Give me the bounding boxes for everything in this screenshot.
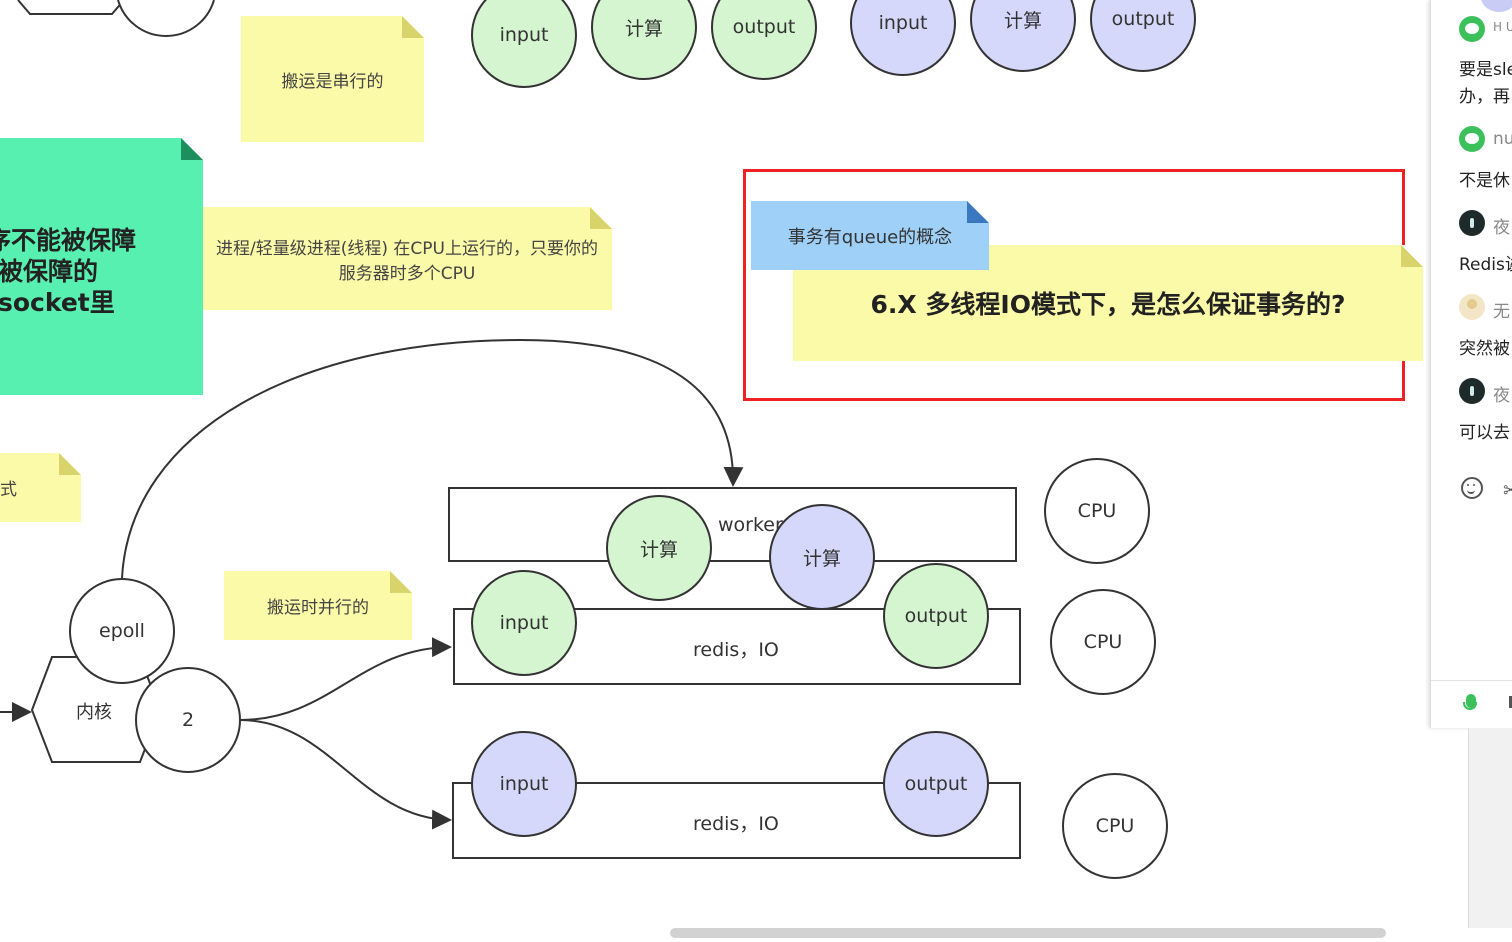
note-parallel-transport-text: 搬运时并行的	[267, 598, 369, 618]
green-note-line-1: 序不能被保障	[0, 226, 137, 255]
microphone-icon[interactable]	[1463, 694, 1477, 710]
right-side-strip	[1468, 728, 1512, 928]
chat-top-avatar-fragment	[1481, 0, 1512, 12]
note-fold	[590, 207, 612, 229]
worker-compute-green-circle[interactable]: 计算	[606, 495, 712, 601]
user-avatar-icon[interactable]	[1459, 294, 1485, 320]
kernel-to-row1-arrow	[239, 637, 452, 721]
row1-input-circle[interactable]: input	[471, 570, 577, 676]
note-parallel-transport[interactable]: 搬运时并行的	[224, 571, 412, 640]
green-note-line-2: 被保障的	[0, 257, 99, 286]
epoll-to-worker-arrow	[121, 338, 744, 579]
chat-msg-2-name: nu	[1493, 129, 1512, 149]
row2-input-circle[interactable]: input	[471, 731, 577, 837]
chat-msg-2-line-1: 不是休	[1459, 171, 1510, 191]
note-process-thread[interactable]: 进程/轻量级进程(线程) 在CPU上运行的，只要你的服务器时多个CPU	[202, 207, 612, 310]
worker-compute-purple-circle[interactable]: 计算	[769, 504, 875, 610]
chat-msg-1-name: H U	[1493, 20, 1512, 34]
row1-output-circle[interactable]: output	[883, 563, 989, 669]
note-left-fragment-text: 式	[0, 480, 17, 500]
chat-panel[interactable]: H U 要是sle 办，再 nu 不是休 夜 Redis诶 无 突然被 夜 可以…	[1430, 0, 1512, 728]
kernel-to-row2-arrow	[239, 719, 452, 830]
user-avatar-icon[interactable]	[1459, 378, 1485, 404]
note-fold-shadow	[967, 201, 989, 223]
chat-msg-4-line-1: 突然被	[1459, 339, 1510, 359]
top-input-green-circle[interactable]: input	[471, 0, 577, 88]
wechat-avatar-icon[interactable]	[1459, 16, 1485, 42]
note-process-thread-text: 进程/轻量级进程(线程) 在CPU上运行的，只要你的服务器时多个CPU	[216, 238, 598, 284]
more-icon[interactable]	[1509, 696, 1512, 708]
green-note-line-3: socket里	[0, 288, 115, 317]
chat-msg-5-line-1: 可以去	[1459, 423, 1510, 443]
wechat-avatar-icon[interactable]	[1459, 126, 1485, 152]
diagram-canvas[interactable]: input 计算 output input 计算 output 搬运是串行的 进…	[0, 0, 1430, 942]
row2-output-circle[interactable]: output	[883, 731, 989, 837]
note-question-text: 6.X 多线程IO模式下，是怎么保证事务的?	[870, 290, 1346, 319]
note-question[interactable]: 6.X 多线程IO模式下，是怎么保证事务的?	[793, 245, 1423, 361]
note-fold	[59, 453, 81, 475]
epoll-circle[interactable]: epoll	[69, 578, 175, 684]
redis-io-row-2-label: redis，IO	[693, 813, 779, 835]
scissors-icon[interactable]: ✂	[1503, 478, 1512, 502]
smiley-icon[interactable]	[1461, 477, 1483, 499]
chat-input-divider	[1431, 680, 1512, 681]
chat-msg-1-line-1: 要是sle	[1459, 60, 1512, 80]
redis-io-row-1-label: redis，IO	[693, 639, 779, 661]
kernel-label: 内核	[76, 702, 112, 723]
worker-box[interactable]	[448, 487, 1017, 562]
note-queue-concept-text: 事务有queue的概念	[787, 226, 953, 248]
circle-fragment-top	[117, 0, 215, 37]
note-left-fragment[interactable]: 式	[0, 453, 81, 522]
chat-msg-5-name: 夜	[1493, 386, 1510, 406]
note-fold	[402, 16, 424, 38]
note-fold	[390, 571, 412, 593]
chat-msg-4-name: 无	[1493, 302, 1510, 322]
note-serial-transport[interactable]: 搬运是串行的	[241, 16, 424, 142]
worker-label: worker	[718, 514, 783, 536]
note-fold-shadow	[181, 138, 203, 160]
note-fold	[1401, 245, 1423, 267]
horizontal-scrollbar[interactable]	[670, 928, 1386, 938]
user-avatar-icon[interactable]	[1459, 210, 1485, 236]
cpu-circle-3[interactable]: CPU	[1062, 773, 1168, 879]
kernel-number-circle[interactable]: 2	[135, 667, 241, 773]
top-input-purple-circle[interactable]: input	[850, 0, 956, 76]
chat-msg-3-line-1: Redis诶	[1459, 255, 1512, 275]
green-note[interactable]: 序不能被保障 被保障的 socket里	[0, 138, 203, 395]
note-queue-concept[interactable]: 事务有queue的概念	[751, 201, 989, 270]
note-serial-transport-text: 搬运是串行的	[281, 71, 384, 92]
chat-msg-3-name: 夜	[1493, 218, 1510, 238]
hexagon-fragment-top	[17, 0, 125, 15]
cpu-circle-1[interactable]: CPU	[1044, 458, 1150, 564]
cpu-circle-2[interactable]: CPU	[1050, 589, 1156, 695]
chat-msg-1-line-2: 办，再	[1459, 87, 1510, 107]
